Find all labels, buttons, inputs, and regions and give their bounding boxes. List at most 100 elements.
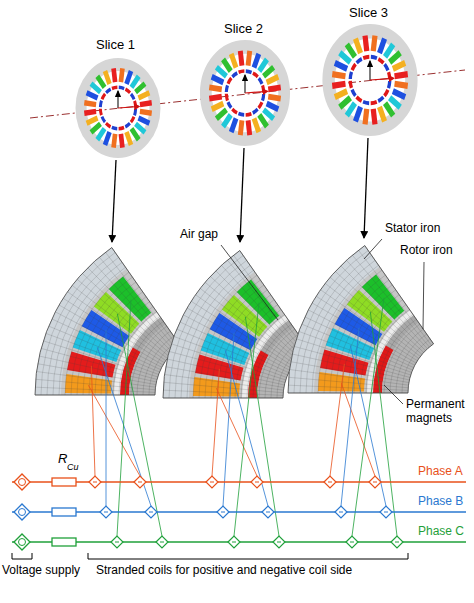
mesh-line [229,305,278,398]
magnet [101,116,106,123]
coil-slot [355,39,360,53]
mesh-line [181,265,250,398]
coil-slot [223,59,231,71]
iron [288,246,434,393]
fe-mesh [163,251,309,398]
mesh-line [253,324,291,398]
slice-label: Slice 3 [349,6,388,21]
coil-symbol [89,476,101,488]
bracket-label: Voltage supply [2,564,80,578]
coil-slot [259,59,267,71]
coil-link [216,388,257,476]
mesh-line [169,255,243,398]
coil-slot [379,107,384,121]
coil-symbol [149,512,153,513]
magnet [130,116,136,123]
magnet [371,100,378,105]
magnet [119,126,125,131]
mesh-line [193,275,257,398]
resistor-label: R [58,452,67,467]
coil-symbol [255,482,259,483]
coil-symbol [93,482,97,483]
coil-link [91,366,95,476]
coil-symbol [104,512,108,513]
slice-arrow [364,138,368,238]
fe-mesh [288,246,434,393]
coil-slot [97,76,104,87]
coil-slot [140,111,152,113]
magnet [227,77,233,85]
coil-slot [395,74,408,76]
coil-symbol [134,476,146,488]
coil-symbol [380,506,392,518]
coil-symbol [262,506,274,518]
coil-slot [138,93,149,98]
mesh-line [59,267,126,395]
stator-yoke [206,47,284,139]
coil-slot [240,51,242,66]
magnet [261,94,265,101]
magnet [252,71,259,78]
coil-slot [395,84,408,86]
coil-slot [216,67,226,76]
axis-arrow [244,75,245,93]
coil-link [223,333,234,506]
leader-line [384,385,403,404]
axis-arrow [245,91,268,93]
coil-slot [114,134,116,148]
coil-slot [105,71,110,84]
magnet [363,55,370,60]
iron [35,248,181,395]
coil-slot [267,104,279,110]
coil-slot [231,118,236,132]
coil-link [234,303,259,536]
part-label: Air gap [180,228,218,242]
magnet [227,101,233,109]
voltage-source [19,509,26,516]
magnet [246,69,252,74]
resistor-symbol [52,538,76,546]
coil-slot [385,44,393,56]
coil-symbol [373,482,377,483]
coil-slot [268,97,281,99]
coil-symbol [273,536,285,548]
coil-slot [136,84,145,93]
slice-ring [81,65,155,152]
slice-ring [206,47,284,139]
coil-slot [268,87,281,89]
coil-symbol [100,506,112,518]
coil-slot [385,103,393,115]
coil-slot [216,110,226,119]
mesh-line [41,252,115,395]
coil-slot [390,98,401,108]
coil-slot [138,118,149,123]
magnet [125,122,131,128]
coil-link [212,369,219,476]
coil-symbol [384,512,388,513]
coil-symbol [138,482,142,483]
coil-slot [373,36,375,52]
magnet [231,71,238,78]
coil-slot [264,110,274,119]
leader-line [221,245,278,320]
iron [163,251,309,398]
magnet [387,81,391,89]
slice-label: Slice 2 [224,22,263,37]
coil-symbol [210,482,214,483]
axis-arrow [369,61,370,80]
coil-symbol [115,542,119,543]
magnet [99,109,103,116]
mesh-line [384,324,420,393]
magnet [371,55,378,60]
mesh-line [330,280,389,393]
coil-slot [126,71,131,84]
voltage-source [19,539,26,546]
magnet [99,100,103,107]
coil-symbol [111,536,123,548]
stator-yoke [329,31,412,128]
magnet [225,85,229,92]
coil-slot [347,44,355,56]
coil-link [117,314,162,536]
coil-slot [264,67,274,76]
